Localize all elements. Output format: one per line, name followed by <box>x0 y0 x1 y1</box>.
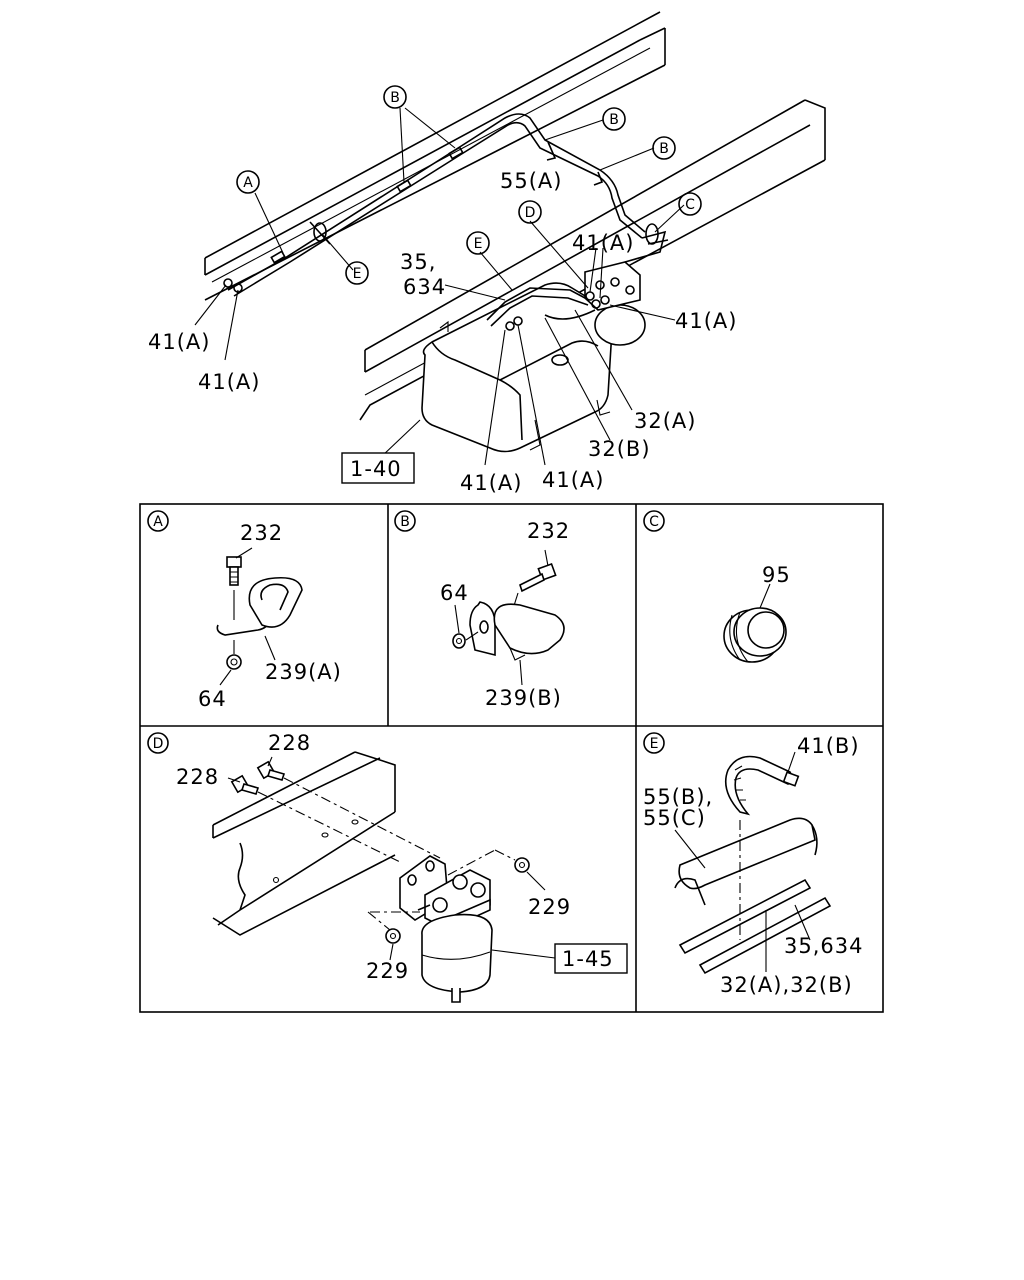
label-95: 95 <box>762 563 791 587</box>
bolt-232-b <box>519 562 557 593</box>
callout-b-letter: B <box>659 141 669 157</box>
leader-lines <box>194 107 685 466</box>
detail-e: E 41(B) 55(B), 55(C) 35,634 32(A),32(B) <box>643 732 863 997</box>
label-232-a: 232 <box>240 521 283 545</box>
nut-229-b <box>385 928 401 944</box>
label-35: 35, <box>400 250 436 274</box>
label-229-right: 229 <box>528 895 571 919</box>
nut-229-a <box>514 857 530 873</box>
callout-d-main: D <box>518 200 542 224</box>
label-64-b: 64 <box>440 581 469 605</box>
ref-1-45-text: 1-45 <box>562 947 614 971</box>
ref-box-1-40: 1-40 <box>341 452 415 484</box>
nut-64-b <box>452 633 466 649</box>
label-232-b: 232 <box>527 519 570 543</box>
callout-b-main-2: B <box>602 107 626 131</box>
callout-b-main-3: B <box>652 136 676 160</box>
detail-c-letter: C <box>649 514 659 530</box>
label-32a: 32(A) <box>634 409 696 433</box>
hose-band-41b <box>724 755 800 816</box>
callout-a-letter: A <box>243 175 253 191</box>
fuel-pipes <box>223 113 669 331</box>
detail-b: B 232 64 239(B) <box>394 510 570 710</box>
label-41a-bottom-2: 41(A) <box>542 468 604 492</box>
protector-55 <box>674 817 818 906</box>
ref-1-40-text: 1-40 <box>350 457 402 481</box>
label-239a: 239(A) <box>265 660 342 684</box>
callout-c-letter: C <box>685 197 695 213</box>
ref-box-1-45: 1-45 <box>554 943 628 974</box>
label-239b: 239(B) <box>485 686 562 710</box>
callout-e-letter: E <box>474 236 483 252</box>
detail-d-letter: D <box>153 736 164 752</box>
detail-grid <box>139 503 884 1013</box>
detail-a-letter: A <box>153 514 163 530</box>
frame-rail-d <box>212 751 396 936</box>
callout-e-letter: E <box>353 266 362 282</box>
label-41a-top: 41(A) <box>572 231 634 255</box>
bolt-232-a <box>226 556 242 586</box>
grommet-95 <box>723 607 787 663</box>
callout-d-letter: D <box>525 205 536 221</box>
callout-b-letter: B <box>609 112 619 128</box>
pipes-32-35 <box>678 878 832 975</box>
callout-e-main-2: E <box>345 261 369 285</box>
detail-b-letter: B <box>400 514 410 530</box>
main-assembly: A B B B C D E E 41(A) <box>148 11 826 495</box>
label-229-bottom: 229 <box>366 959 409 983</box>
detail-a: A 232 239(A) 64 <box>147 510 342 711</box>
label-55c: 55(C) <box>643 806 706 830</box>
fuel-filter-main <box>584 261 646 346</box>
label-41a-bottom-1: 41(A) <box>460 471 522 495</box>
callout-a-main: A <box>236 170 260 194</box>
bolt-228-b <box>256 760 286 781</box>
fuel-filter-d <box>399 855 493 1003</box>
label-228-left: 228 <box>176 765 219 789</box>
bolt-228-a <box>230 774 260 795</box>
label-41b: 41(B) <box>797 734 860 758</box>
label-55a: 55(A) <box>500 169 562 193</box>
callout-c-main: C <box>678 192 702 216</box>
fuel-tank <box>421 282 614 453</box>
label-41a-left-1: 41(A) <box>148 330 210 354</box>
label-32a-32b: 32(A),32(B) <box>720 973 853 997</box>
label-228-top: 228 <box>268 731 311 755</box>
label-41a-right: 41(A) <box>675 309 737 333</box>
label-41a-left-2: 41(A) <box>198 370 260 394</box>
label-32b: 32(B) <box>588 437 651 461</box>
callout-b-letter: B <box>390 90 400 106</box>
callout-e-main-1: E <box>466 231 490 255</box>
label-634: 634 <box>403 275 446 299</box>
bracket-239b <box>469 601 565 661</box>
clip-239a <box>216 576 303 636</box>
label-35-634: 35,634 <box>784 934 863 958</box>
callout-b-main-1: B <box>383 85 407 109</box>
detail-c: C 95 <box>643 510 791 663</box>
detail-d: D <box>147 731 628 1003</box>
nut-64-a <box>226 654 242 670</box>
detail-e-letter: E <box>650 736 659 752</box>
label-55b: 55(B), <box>643 785 713 809</box>
label-64-a: 64 <box>198 687 227 711</box>
